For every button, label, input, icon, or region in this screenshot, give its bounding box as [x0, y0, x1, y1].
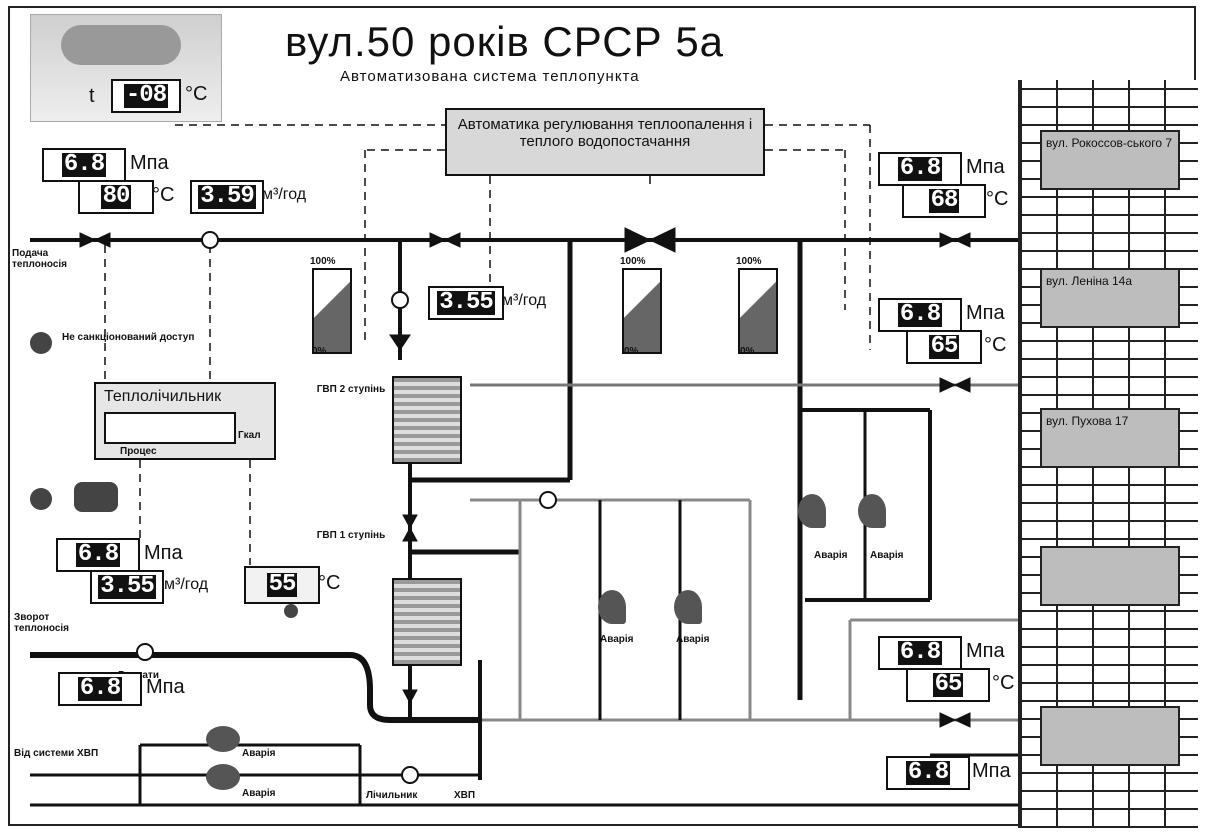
supply-label: Подача теплоносія [12, 248, 72, 270]
heat-counter-screen [104, 412, 236, 444]
meter3-bottom: 0% [740, 346, 754, 357]
center-flow-display: 3.55 [428, 286, 504, 320]
return-pressure-display: 6.8 [56, 538, 140, 572]
xvp-label: ХВП [454, 790, 475, 801]
return-flow-unit: м³/год [164, 576, 208, 594]
meter3-top: 100% [736, 256, 762, 267]
supply-temp-unit: °C [152, 184, 174, 207]
phone-icon [74, 482, 118, 512]
building-5 [1040, 706, 1180, 766]
pump-alarm-label: Аварія [242, 748, 276, 759]
right-low-pressure-display: 6.8 [878, 636, 962, 670]
right-mid-pressure-unit: Мпа [966, 302, 1005, 325]
supply-pressure-unit: Мпа [130, 152, 169, 175]
meter2-bottom: 0% [624, 346, 638, 357]
cold-pressure-display: 6.8 [58, 672, 142, 706]
meter1 [312, 268, 352, 354]
pump-icon [798, 494, 826, 528]
right-mid-pressure-display: 6.8 [878, 298, 962, 332]
meter3 [738, 268, 778, 354]
right-low-pressure-unit: Мпа [966, 640, 1005, 663]
gvp2-label: ГВП 2 ступінь [316, 384, 386, 395]
pump-alarm-label: Аварія [814, 550, 848, 561]
heat-exchanger-2 [392, 376, 462, 464]
pump-alarm-label: Аварія [870, 550, 904, 561]
return-pressure-unit: Мпа [144, 542, 183, 565]
pump-icon [598, 590, 626, 624]
right-mid-temp-unit: °C [984, 334, 1006, 357]
gvp1-label: ГВП 1 ступінь [316, 530, 386, 541]
right-top-temp-unit: °C [986, 188, 1008, 211]
pump-icon [674, 590, 702, 624]
return-temp-unit: °C [318, 572, 340, 595]
building-4 [1040, 546, 1180, 606]
right-bottom-pressure-unit: Мпа [972, 760, 1011, 783]
supply-flow-unit: м³/год [262, 186, 306, 204]
pump-alarm-label: Аварія [676, 634, 710, 645]
building-3: вул. Пухова 17 [1040, 408, 1180, 468]
pump-alarm-label: Аварія [600, 634, 634, 645]
status-indicator [30, 488, 52, 510]
counter-label: Лічильник [366, 790, 417, 801]
heat-counter-title: Теплолічильник [104, 388, 221, 406]
heat-counter-status: Процес [120, 446, 157, 457]
cold-water-label: Від системи ХВП [14, 748, 98, 759]
right-mid-temp-display: 65 [906, 330, 982, 364]
right-top-pressure-display: 6.8 [878, 152, 962, 186]
pump-icon [858, 494, 886, 528]
supply-pressure-display: 6.8 [42, 148, 126, 182]
cold-pressure-unit: Мпа [146, 676, 185, 699]
heat-counter-unit: Гкал [238, 430, 261, 441]
supply-flow-display: 3.59 [190, 180, 264, 214]
building-2: вул. Леніна 14а [1040, 268, 1180, 328]
pump-icon [206, 764, 240, 790]
meter1-top: 100% [310, 256, 336, 267]
return-flow-display: 3.55 [90, 570, 164, 604]
center-flow-unit: м³/год [502, 292, 546, 310]
right-low-temp-unit: °C [992, 672, 1014, 695]
right-top-pressure-unit: Мпа [966, 156, 1005, 179]
pump-icon [206, 726, 240, 752]
unauthorized-label: Не санкціонований доступ [62, 332, 232, 343]
unauthorized-indicator [30, 332, 52, 354]
meter1-bottom: 0% [312, 346, 326, 357]
supply-temp-display: 80 [78, 180, 154, 214]
meter2 [622, 268, 662, 354]
heat-exchanger-1 [392, 578, 462, 666]
status-indicator [284, 604, 298, 618]
meter2-top: 100% [620, 256, 646, 267]
heat-counter-panel: Теплолічильник Гкал Процес [94, 382, 276, 460]
building-1: вул. Рокоссов-ського 7 [1040, 130, 1180, 190]
right-low-temp-display: 65 [906, 668, 990, 702]
pump-alarm-label: Аварія [242, 788, 276, 799]
right-top-temp-display: 68 [902, 184, 986, 218]
return-label: Зворот теплоносія [14, 612, 94, 634]
right-bottom-pressure-display: 6.8 [886, 756, 970, 790]
return-temp-display: 55 [244, 566, 320, 604]
